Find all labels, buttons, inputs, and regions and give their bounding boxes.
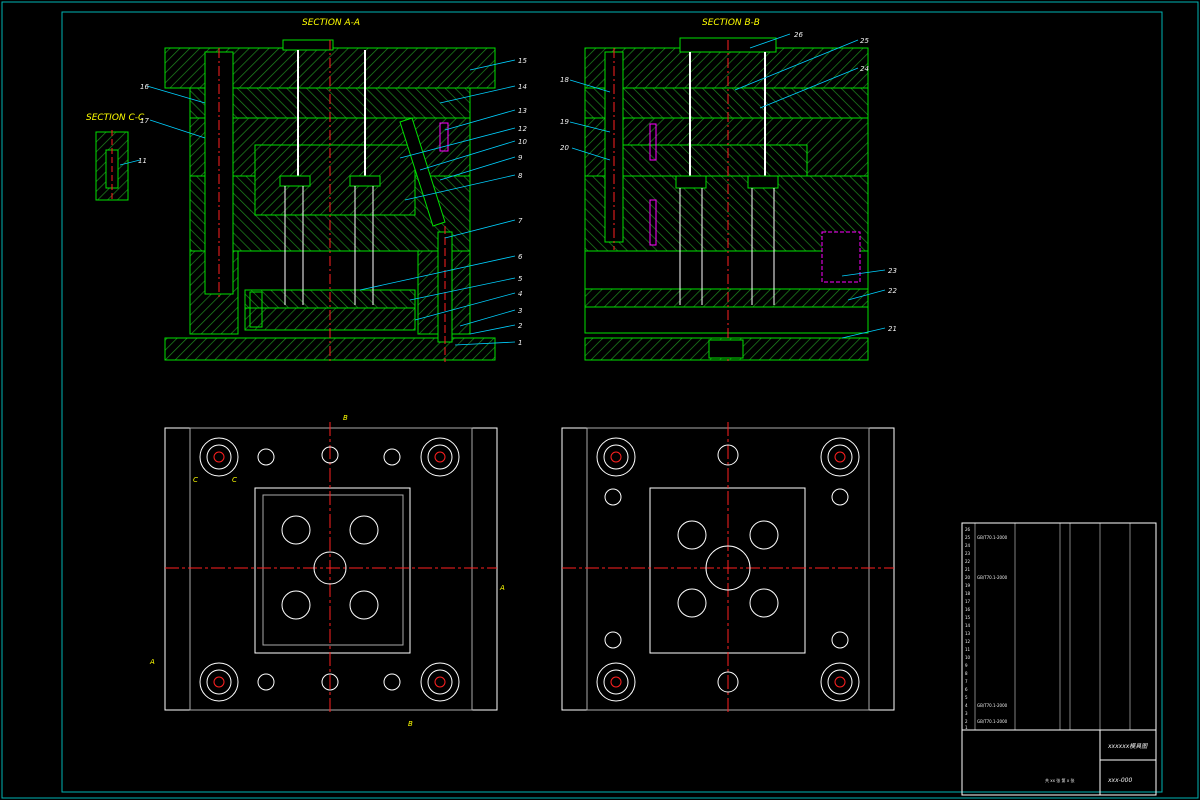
section-aa-view: SECTION A-A xyxy=(164,18,496,362)
top-clamp-plate-bb xyxy=(584,47,869,89)
callout-bb: 25 xyxy=(860,37,869,45)
tb-row-std: GB/T70.1-2000 xyxy=(977,535,1008,540)
callout-aa: 8 xyxy=(518,172,523,180)
tb-row-no: 17 xyxy=(965,599,971,604)
tb-row-no: 18 xyxy=(965,591,971,596)
tb-row-no: 19 xyxy=(965,583,971,588)
callout-aa: 7 xyxy=(518,217,523,225)
tb-row-no: 5 xyxy=(965,695,968,700)
title-block-rows: 26 25 GB/T70.1-2000 24 23 22 21 GB/T70.1… xyxy=(965,527,1008,730)
section-cc-view: SECTION C-C xyxy=(86,113,145,202)
tb-row-no: 8 xyxy=(965,671,968,676)
tb-row-no: 21 xyxy=(965,567,971,572)
plan-view-moving-half xyxy=(561,422,895,715)
callout-bb: 19 xyxy=(560,118,569,126)
plan-view-fixed-half xyxy=(164,422,498,715)
tb-row-no: 25 xyxy=(965,535,971,540)
drawing-number: xxx-000 xyxy=(1107,777,1132,784)
callout-aa: 12 xyxy=(518,125,527,133)
drawing-title: xxxxxx模具图 xyxy=(1107,742,1148,750)
title-block xyxy=(961,522,1157,796)
callout-aa: 10 xyxy=(518,138,527,146)
tb-row-no: 7 xyxy=(965,679,968,684)
tb-row-no: 23 xyxy=(965,551,971,556)
callout-aa: 15 xyxy=(518,57,527,65)
angled-pin-aa xyxy=(399,117,446,227)
tb-row-no: 13 xyxy=(965,631,971,636)
sheet-info: 共 xx 张 第 x 张 xyxy=(1045,777,1074,783)
tb-row-no: 12 xyxy=(965,639,971,644)
callout-aa: 16 xyxy=(140,83,149,91)
tb-row-no: 3 xyxy=(965,711,968,716)
callout-aa: 17 xyxy=(140,117,149,125)
marker-a-left: A xyxy=(149,658,155,666)
tb-row-no: 20 xyxy=(965,575,971,580)
tb-row-no: 4 xyxy=(965,703,968,708)
callout-aa: 6 xyxy=(518,253,523,261)
marker-b-top: B xyxy=(343,414,348,422)
tb-row-std: GB/T70.1-2000 xyxy=(977,575,1008,580)
callout-bb: 18 xyxy=(560,76,569,84)
marker-c-left: C xyxy=(193,476,198,484)
callout-bb: 22 xyxy=(888,287,897,295)
callout-bb: 23 xyxy=(888,267,897,275)
tb-row-no: 26 xyxy=(965,527,971,532)
tb-row-no: 24 xyxy=(965,543,971,548)
section-cc-title: SECTION C-C xyxy=(86,113,145,123)
tb-row-no: 14 xyxy=(965,623,971,628)
tb-row-no: 16 xyxy=(965,607,971,612)
sprue-bushing-aa xyxy=(282,39,334,51)
callout-bb: 21 xyxy=(888,325,897,333)
leader-lines xyxy=(119,33,886,346)
inner-border xyxy=(61,11,1163,793)
tb-row-no: 9 xyxy=(965,663,968,668)
tb-row-std: GB/T70.1-2000 xyxy=(977,703,1008,708)
section-aa-title: SECTION A-A xyxy=(302,18,360,28)
callout-aa: 9 xyxy=(518,154,523,162)
marker-b-bottom: B xyxy=(408,720,413,728)
tb-row-no: 6 xyxy=(965,687,968,692)
callout-bb: 20 xyxy=(560,144,569,152)
tb-row-no: 10 xyxy=(965,655,971,660)
callout-aa: 13 xyxy=(518,107,527,115)
tb-row-no: 22 xyxy=(965,559,971,564)
section-bb-view: SECTION B-B xyxy=(584,18,869,362)
section-bb-title: SECTION B-B xyxy=(702,18,760,28)
callout-cc: 11 xyxy=(138,157,147,165)
callout-bb: 24 xyxy=(860,65,869,73)
callout-bb: 26 xyxy=(794,31,803,39)
callout-aa: 1 xyxy=(518,339,522,347)
callout-aa: 4 xyxy=(518,290,522,298)
marker-a-right: A xyxy=(499,584,505,592)
tb-row-std: GB/T70.1-2000 xyxy=(977,719,1008,724)
tb-row-no: 11 xyxy=(965,647,971,652)
tb-row-no: 15 xyxy=(965,615,971,620)
callout-aa: 3 xyxy=(518,307,522,315)
callout-aa: 14 xyxy=(518,83,527,91)
tb-row-no: 1 xyxy=(965,725,968,730)
callout-aa: 5 xyxy=(518,275,523,283)
marker-c-right: C xyxy=(232,476,237,484)
callout-aa: 2 xyxy=(518,322,523,330)
tb-row-no: 2 xyxy=(965,719,968,724)
